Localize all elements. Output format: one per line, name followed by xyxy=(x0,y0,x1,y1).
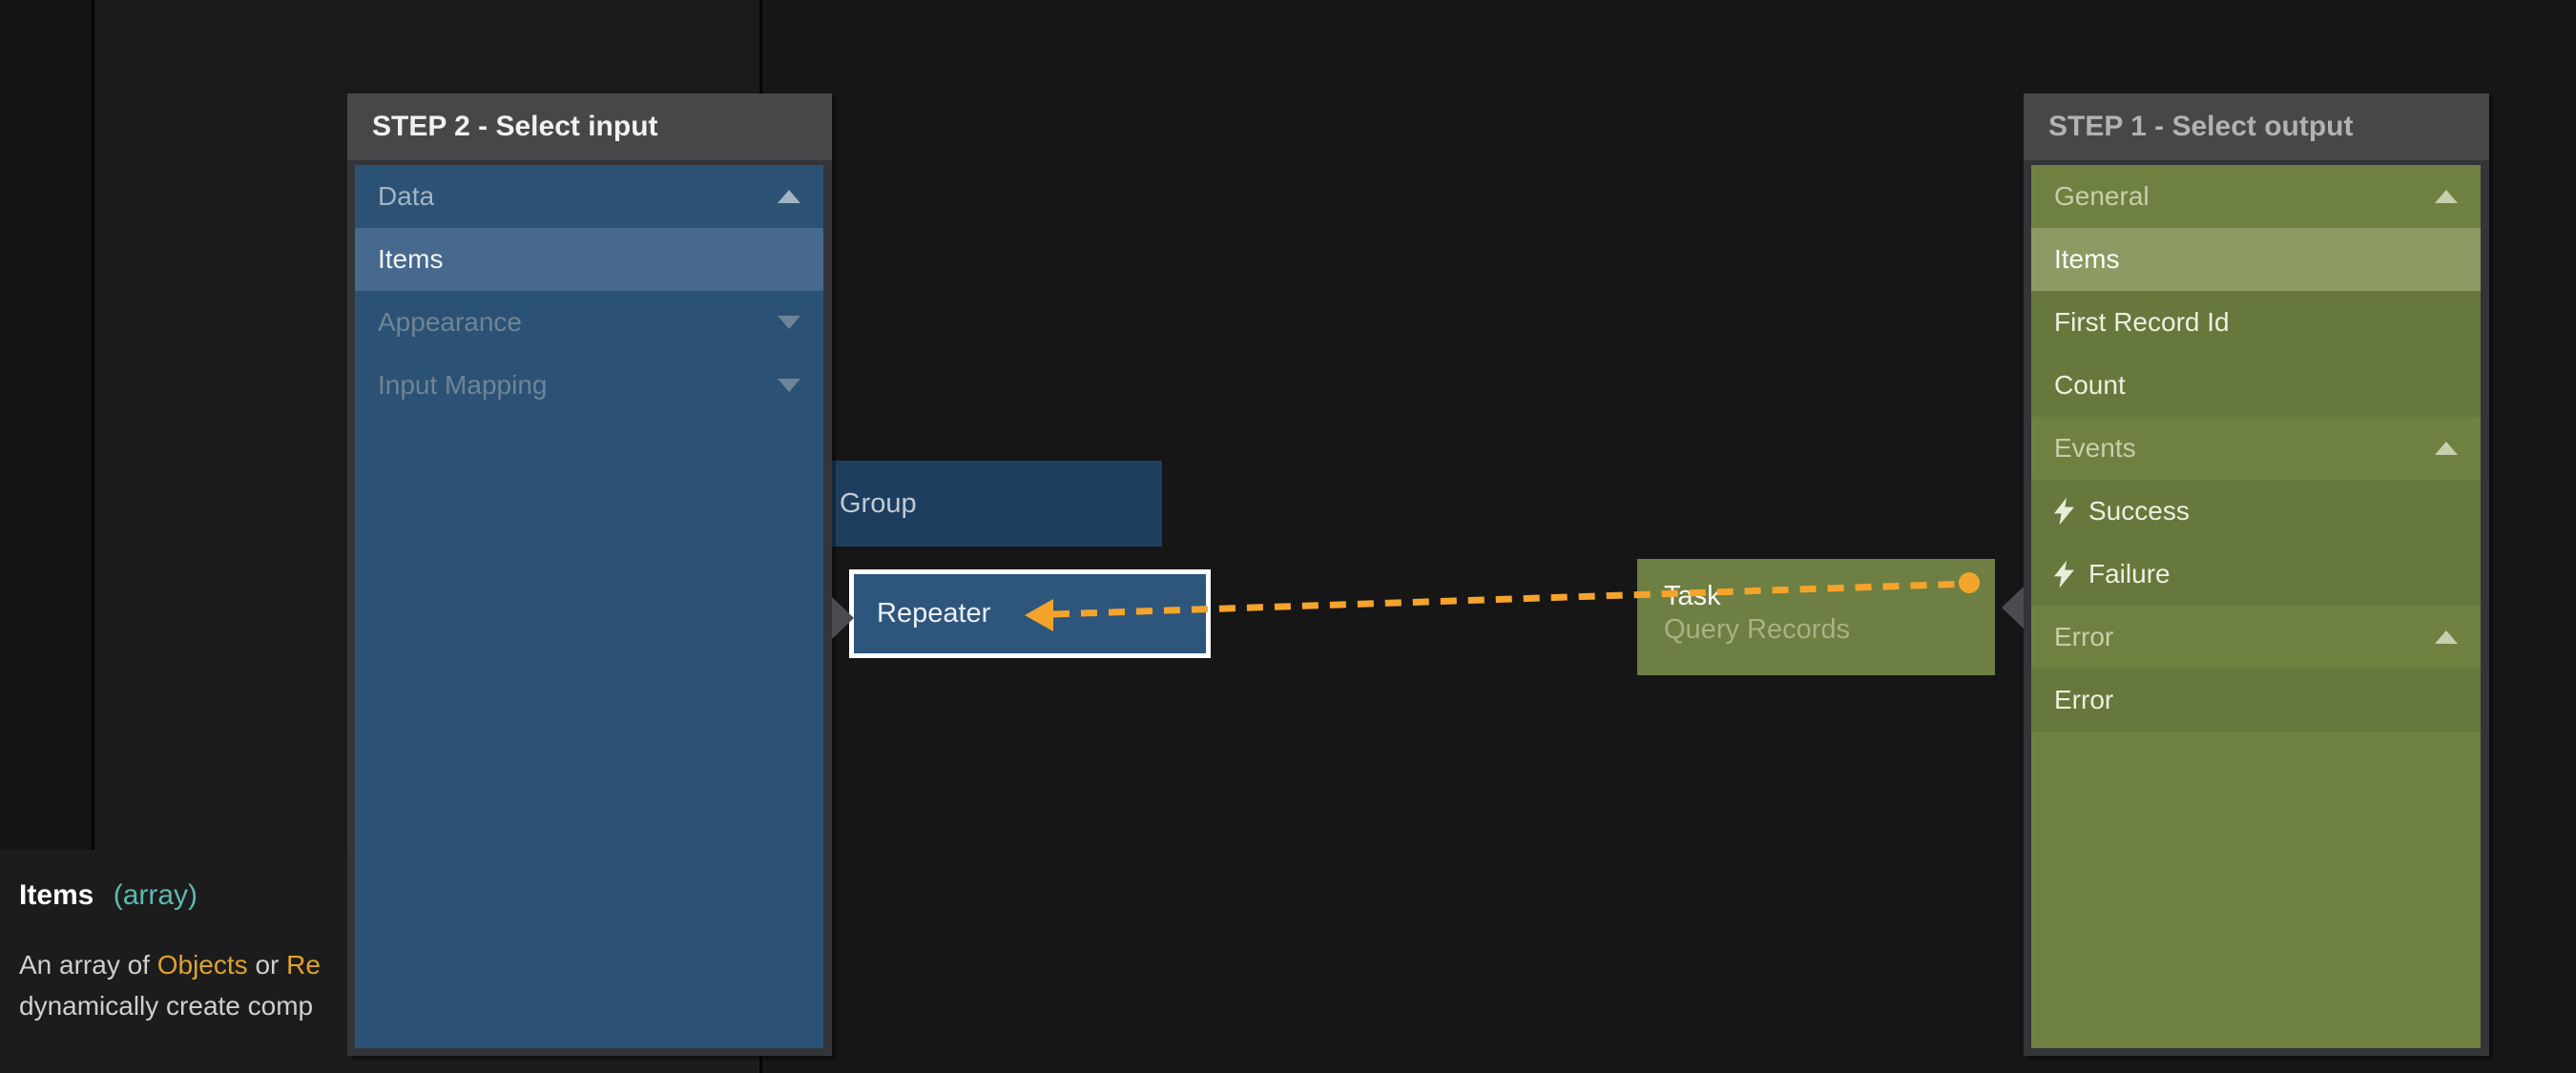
step2-panel-title: STEP 2 - Select input xyxy=(372,111,658,142)
property-name: Items xyxy=(19,879,94,911)
lightning-icon xyxy=(2054,560,2074,588)
row-label: Error xyxy=(2054,685,2114,714)
repeater-node-label: Repeater xyxy=(877,598,991,629)
group-node-label: Group xyxy=(840,488,917,519)
repeater-node-selected[interactable]: Repeater xyxy=(849,569,1211,658)
canvas-left-region xyxy=(0,0,92,850)
canvas-gridline-left xyxy=(92,0,94,850)
property-type: (array) xyxy=(113,879,198,911)
step2-panel-header[interactable]: STEP 2 - Select input xyxy=(347,93,832,160)
panel-row-count[interactable]: Count xyxy=(2031,354,2481,417)
panel-row-error[interactable]: Error xyxy=(2031,606,2481,669)
panel-row-data[interactable]: Data xyxy=(355,165,823,228)
row-label: General xyxy=(2054,181,2150,211)
step1-panel-title: STEP 1 - Select output xyxy=(2048,111,2354,142)
row-label: Error xyxy=(2054,622,2114,651)
property-tooltip-title: Items (array) xyxy=(19,879,197,912)
chevron-up-icon xyxy=(2435,630,2458,644)
step1-panel-header[interactable]: STEP 1 - Select output xyxy=(2024,93,2489,160)
step2-panel-pointer-icon xyxy=(832,597,854,639)
panel-row-items[interactable]: Items xyxy=(2031,228,2481,291)
chevron-down-icon xyxy=(778,379,800,392)
step1-panel-pointer-icon xyxy=(2002,587,2024,629)
panel-row-appearance[interactable]: Appearance xyxy=(355,291,823,354)
panel-row-items[interactable]: Items xyxy=(355,228,823,291)
row-label: Events xyxy=(2054,433,2136,463)
row-label: Success xyxy=(2088,496,2190,526)
row-label: Input Mapping xyxy=(378,370,548,400)
tooltip-type-link[interactable]: Re xyxy=(286,950,321,980)
tooltip-type-link[interactable]: Objects xyxy=(156,950,248,980)
lightning-icon xyxy=(2054,497,2074,526)
row-label: Failure xyxy=(2088,559,2171,588)
tooltip-description-line2: dynamically create comp xyxy=(19,991,314,1021)
task-node-subtitle: Query Records xyxy=(1664,614,1851,645)
chevron-up-icon xyxy=(778,190,800,203)
row-label: Items xyxy=(378,244,444,274)
row-label: Items xyxy=(2054,244,2120,274)
row-label: Count xyxy=(2054,370,2126,400)
row-label: Data xyxy=(378,181,435,211)
tooltip-text: or xyxy=(247,950,287,980)
panel-row-input-mapping[interactable]: Input Mapping xyxy=(355,354,823,417)
row-label: Appearance xyxy=(378,307,523,337)
panel-row-first-record-id[interactable]: First Record Id xyxy=(2031,291,2481,354)
panel-row-general[interactable]: General xyxy=(2031,165,2481,228)
chevron-down-icon xyxy=(778,316,800,329)
chevron-up-icon xyxy=(2435,190,2458,203)
panel-row-events[interactable]: Events xyxy=(2031,417,2481,480)
panel-row-error[interactable]: Error xyxy=(2031,669,2481,732)
tooltip-description-line1: An array of Objects or Re xyxy=(19,944,321,985)
panel-row-success[interactable]: Success xyxy=(2031,480,2481,543)
task-node-title: Task xyxy=(1664,581,1721,611)
panel-row-failure[interactable]: Failure xyxy=(2031,543,2481,606)
task-node[interactable]: Task Query Records xyxy=(1637,559,1995,675)
tooltip-text: An array of xyxy=(19,950,157,980)
property-tooltip-description: An array of Objects or Re dynamically cr… xyxy=(19,944,321,1026)
row-label: First Record Id xyxy=(2054,307,2230,337)
chevron-up-icon xyxy=(2435,442,2458,455)
